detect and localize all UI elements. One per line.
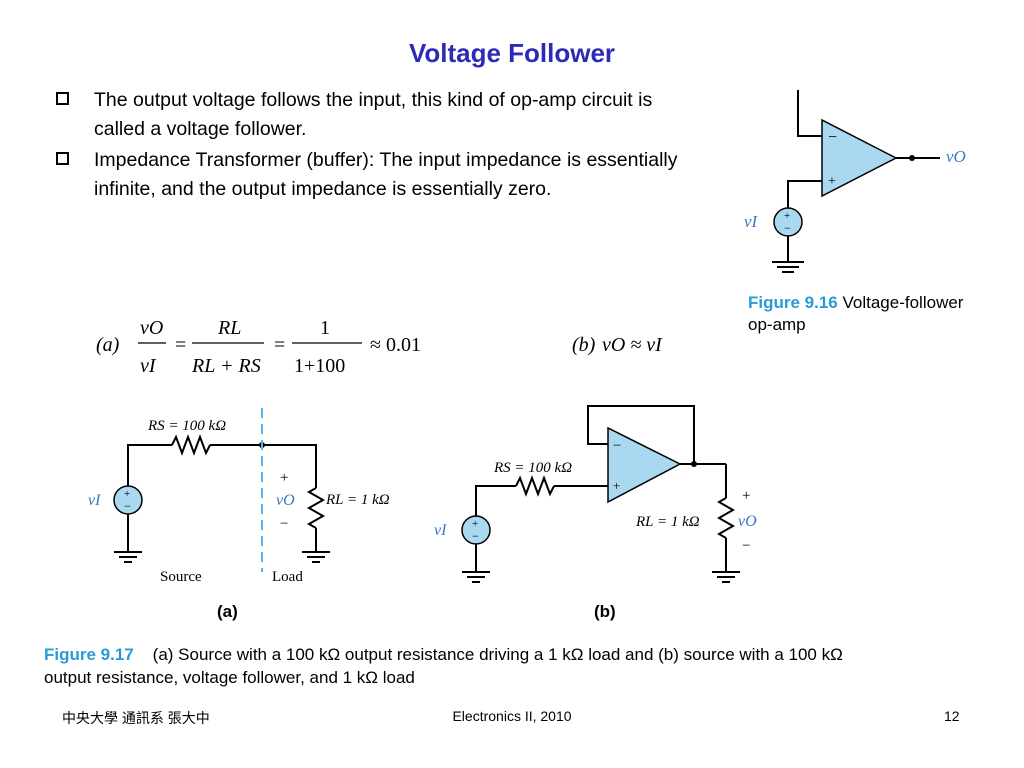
equation-b: (b) vO ≈ vI <box>572 334 663 356</box>
figure-a-label: (a) <box>217 602 238 621</box>
equations: (a) vO vI = RL RL + RS = 1 1+100 ≈ 0.01 … <box>96 317 663 377</box>
slide-title: Voltage Follower <box>408 38 616 68</box>
rs-label: RS = 100 kΩ <box>147 418 226 434</box>
opamp-triangle <box>821 118 898 198</box>
svg-text:=: = <box>175 334 186 356</box>
eq-b-label: (b) <box>572 334 596 356</box>
opamp-minus: − <box>828 129 837 146</box>
eq-a-num3: 1 <box>320 317 330 339</box>
svg-text:−: − <box>784 221 791 235</box>
bullet-list: The output voltage follows the input, th… <box>56 86 696 206</box>
svg-text:=: = <box>274 334 285 356</box>
eq-a-result: ≈ 0.01 <box>370 334 421 356</box>
load-label: Load <box>272 569 303 585</box>
vo-label: vO <box>738 513 757 530</box>
svg-text:−: − <box>472 529 479 543</box>
svg-text:+: + <box>742 488 750 504</box>
caption-text: (a) Source with a 100 kΩ output resistan… <box>44 645 843 687</box>
figure-9-17-caption: Figure 9.17 (a) Source with a 100 kΩ out… <box>44 643 844 689</box>
rl-label: RL = 1 kΩ <box>635 514 700 530</box>
vi-label: vI <box>88 492 101 509</box>
vo-label: vO <box>946 147 966 166</box>
svg-text:−: − <box>280 516 288 532</box>
eq-a-label: (a) <box>96 334 120 356</box>
opamp-triangle <box>607 426 682 504</box>
square-bullet-icon <box>56 152 69 165</box>
figure-label: Figure 9.17 <box>44 645 134 664</box>
square-bullet-icon <box>56 92 69 105</box>
caption-text: Voltage-follower op-amp <box>748 293 964 334</box>
bullet-text: The output voltage follows the input, th… <box>94 89 653 140</box>
svg-text:+: + <box>280 470 288 486</box>
eq-a-num2: RL <box>217 317 241 339</box>
page-number: 12 <box>944 708 960 724</box>
voltage-source-icon <box>461 515 491 545</box>
vo-label: vO <box>276 492 295 509</box>
svg-text:+: + <box>784 210 790 222</box>
voltage-source-icon <box>773 207 803 237</box>
svg-text:+: + <box>472 518 478 530</box>
svg-text:−: − <box>124 499 131 513</box>
figure-9-16-circuit: − + + − vO vI <box>744 90 966 273</box>
svg-text:+: + <box>124 488 130 500</box>
svg-text:−: − <box>742 538 750 554</box>
opamp-plus: + <box>828 174 836 189</box>
figure-9-16-caption: Figure 9.16 Voltage-follower op-amp <box>748 292 988 336</box>
footer-left: 中央大學 通訊系 張大中 <box>62 710 210 726</box>
vi-label: vI <box>744 212 759 231</box>
vi-label: vI <box>434 522 447 539</box>
eq-a-den1: vI <box>140 355 157 377</box>
eq-a-den2: RL + RS <box>191 355 261 377</box>
svg-text:+: + <box>613 478 620 493</box>
svg-text:−: − <box>613 438 621 454</box>
rs-label: RS = 100 kΩ <box>493 460 572 476</box>
eq-b-expr: vO ≈ vI <box>602 334 663 356</box>
figure-9-17a-circuit: + − RS = 100 kΩ RL = 1 kΩ vI vO + − Sour… <box>88 408 390 585</box>
eq-a-den3: 1+100 <box>294 355 345 377</box>
figure-label: Figure 9.16 <box>748 293 838 312</box>
eq-a-num1: vO <box>140 317 163 339</box>
source-label: Source <box>160 569 202 585</box>
figure-b-label: (b) <box>594 602 616 621</box>
bullet-text: Impedance Transformer (buffer): The inpu… <box>94 149 678 200</box>
equation-a: (a) vO vI = RL RL + RS = 1 1+100 ≈ 0.01 <box>96 317 421 377</box>
footer-center: Electronics II, 2010 <box>452 708 572 724</box>
voltage-source-icon <box>113 485 143 515</box>
rl-label: RL = 1 kΩ <box>325 492 390 508</box>
figure-9-17b-circuit: − + + − RS = 100 kΩ RL = 1 kΩ vI vO + − <box>434 405 757 583</box>
bullet-item: The output voltage follows the input, th… <box>56 86 696 144</box>
bullet-item: Impedance Transformer (buffer): The inpu… <box>56 146 696 204</box>
